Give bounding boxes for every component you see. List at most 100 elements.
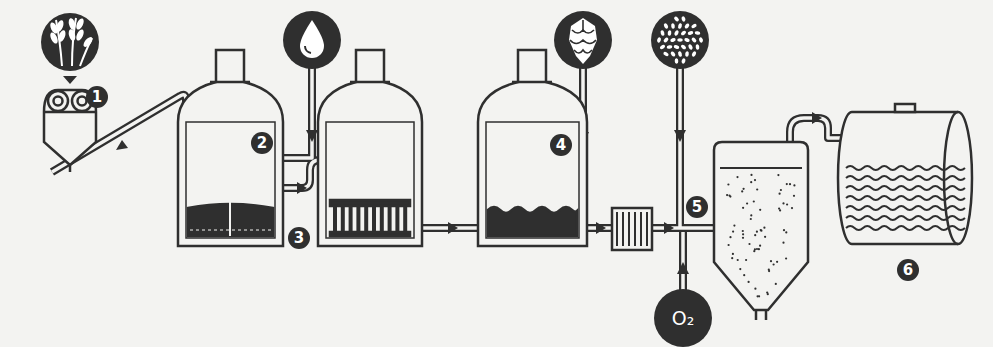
yeast-cell	[698, 37, 703, 44]
bubble	[776, 261, 778, 263]
bubble	[763, 227, 765, 229]
callout-number: 1	[86, 86, 108, 108]
bubble	[782, 202, 784, 204]
bubble	[736, 176, 738, 178]
yeast-cell	[663, 37, 669, 44]
bubble	[793, 195, 795, 197]
sieve-bar	[403, 206, 407, 232]
bubble	[789, 183, 791, 185]
exchanger-plate	[622, 212, 624, 246]
bubble	[754, 288, 756, 290]
sieve-bar	[333, 206, 337, 232]
bubble	[753, 250, 755, 252]
yeast-cell	[684, 23, 690, 30]
yeast-cell	[675, 58, 679, 64]
water-icon	[283, 11, 341, 69]
grain-icon	[41, 13, 99, 84]
sieve-bar	[380, 206, 384, 232]
exchanger-plate	[640, 212, 642, 246]
bubble	[746, 202, 748, 204]
liquid-wave	[846, 206, 965, 210]
yeast-cell	[691, 37, 697, 44]
bubble	[777, 174, 779, 176]
yeast-cell	[691, 23, 698, 29]
liquid-wave	[846, 166, 965, 170]
bubble	[785, 231, 787, 233]
bubble	[786, 183, 788, 185]
bubble	[742, 207, 744, 209]
bubble	[728, 195, 730, 197]
bubble	[768, 269, 770, 271]
yeast-cell	[673, 16, 679, 23]
callout-number: 2	[251, 132, 273, 154]
liquid-wave	[846, 176, 965, 180]
yeast-cell	[680, 30, 687, 36]
liquid-wave	[846, 216, 965, 220]
liquid-wave	[846, 196, 965, 200]
bubble	[732, 253, 734, 255]
bubble	[742, 233, 744, 235]
yeast-cell	[695, 44, 699, 50]
exchanger-plate	[646, 212, 648, 246]
sieve-bar	[395, 206, 399, 232]
yeast-cell	[667, 30, 671, 36]
hop-icon	[554, 11, 612, 69]
bubble	[782, 242, 784, 244]
bubble	[750, 214, 752, 216]
yeast-cell	[688, 44, 694, 51]
bubble	[750, 174, 752, 176]
exchanger-plate	[628, 212, 630, 246]
bubble	[726, 194, 728, 196]
bubble	[729, 236, 731, 238]
heat-exchanger	[612, 208, 652, 250]
yeast-cell	[666, 45, 672, 49]
yeast-cell	[673, 45, 679, 50]
bubble	[756, 231, 758, 233]
bubble	[758, 295, 760, 297]
yeast-cell	[681, 16, 686, 23]
yeast-cell	[671, 23, 675, 29]
bubble	[783, 229, 785, 231]
oxygen-icon	[654, 289, 712, 347]
bubble	[739, 268, 741, 270]
bubble	[780, 189, 782, 191]
yeast-cell	[663, 51, 670, 57]
sieve-bar	[388, 206, 392, 232]
yeast-cell	[663, 23, 669, 30]
bubble	[728, 244, 730, 246]
bubble	[748, 243, 750, 245]
bubble	[733, 225, 735, 227]
liquid-wave	[846, 186, 965, 190]
bubble	[743, 188, 745, 190]
yeast-cell	[681, 58, 686, 65]
bubble	[779, 193, 781, 195]
yeast-cell	[656, 37, 661, 44]
bubble	[770, 260, 772, 262]
bubble	[750, 218, 752, 220]
yeast-cell	[677, 23, 682, 29]
bubble	[756, 188, 758, 190]
exchanger-plate	[616, 212, 618, 246]
callout-number: 4	[550, 134, 572, 156]
bubble	[732, 231, 734, 233]
mash-tun	[178, 50, 283, 246]
bubble	[750, 181, 752, 183]
yeast-cell	[660, 30, 665, 36]
yeast-cell	[659, 44, 666, 50]
bubble	[743, 274, 745, 276]
bubble	[778, 208, 780, 210]
bubble	[742, 230, 744, 232]
bubble	[764, 236, 766, 238]
yeast-cell	[677, 51, 682, 57]
wort-kettle	[478, 50, 587, 246]
yeast-icon	[651, 11, 709, 69]
callout-number: 3	[288, 227, 310, 249]
yeast-cell	[694, 31, 700, 35]
bubble	[766, 292, 768, 294]
bubble	[758, 248, 760, 250]
yeast-cell	[674, 30, 680, 37]
bubble	[775, 283, 777, 285]
callout-number: 6	[897, 259, 919, 281]
bubble	[727, 183, 729, 185]
